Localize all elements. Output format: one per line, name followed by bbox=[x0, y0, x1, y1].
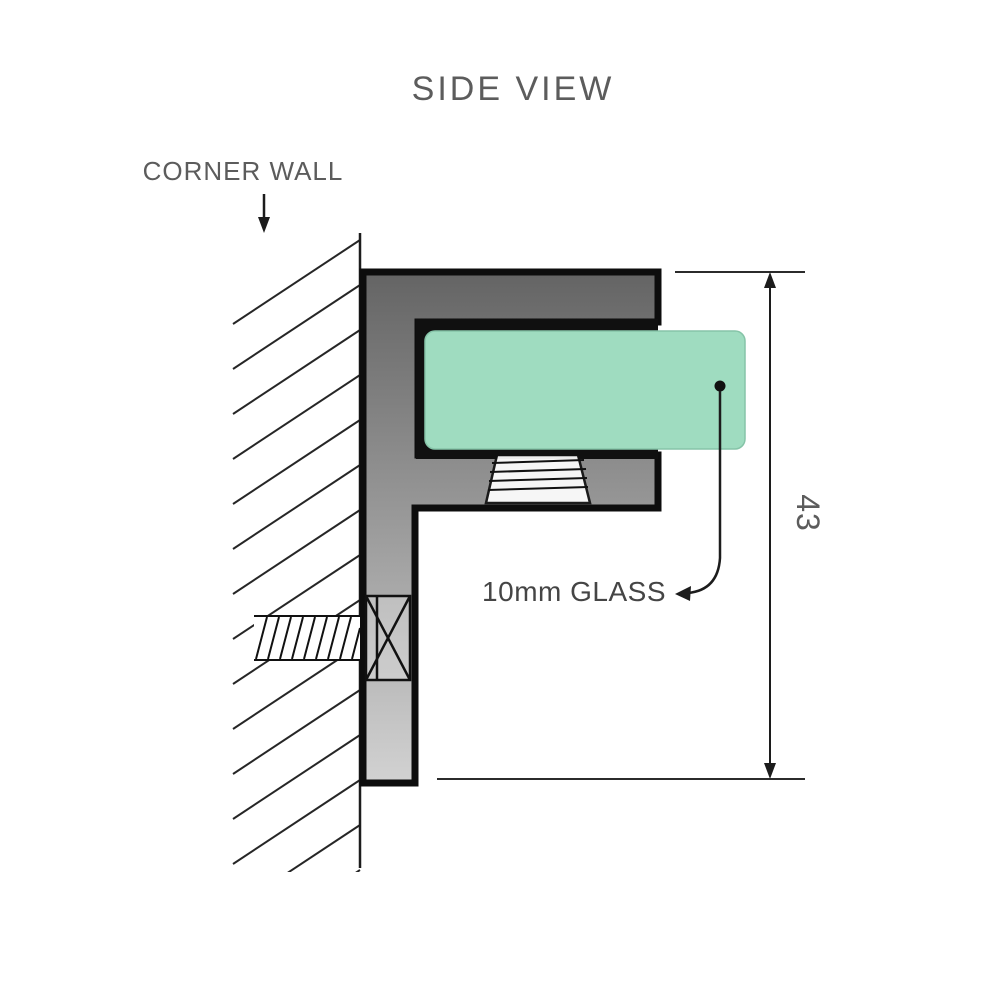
mounting-screw bbox=[254, 615, 361, 661]
glass-panel bbox=[424, 330, 746, 450]
diagram-title: SIDE VIEW bbox=[412, 70, 615, 108]
glass-callout-arrowhead bbox=[675, 586, 691, 601]
screw-head bbox=[364, 594, 412, 682]
seal-screw bbox=[484, 453, 592, 505]
corner-wall-arrow bbox=[258, 194, 270, 233]
dimension-label: 43 bbox=[790, 494, 826, 532]
dimension-line bbox=[764, 272, 776, 779]
wall-hatching bbox=[232, 239, 361, 872]
corner-wall-label: CORNER WALL bbox=[143, 156, 344, 186]
glass-callout-dot bbox=[714, 380, 726, 392]
glass-callout-label: 10mm GLASS bbox=[482, 576, 666, 607]
glass-callout-leader bbox=[687, 391, 722, 595]
